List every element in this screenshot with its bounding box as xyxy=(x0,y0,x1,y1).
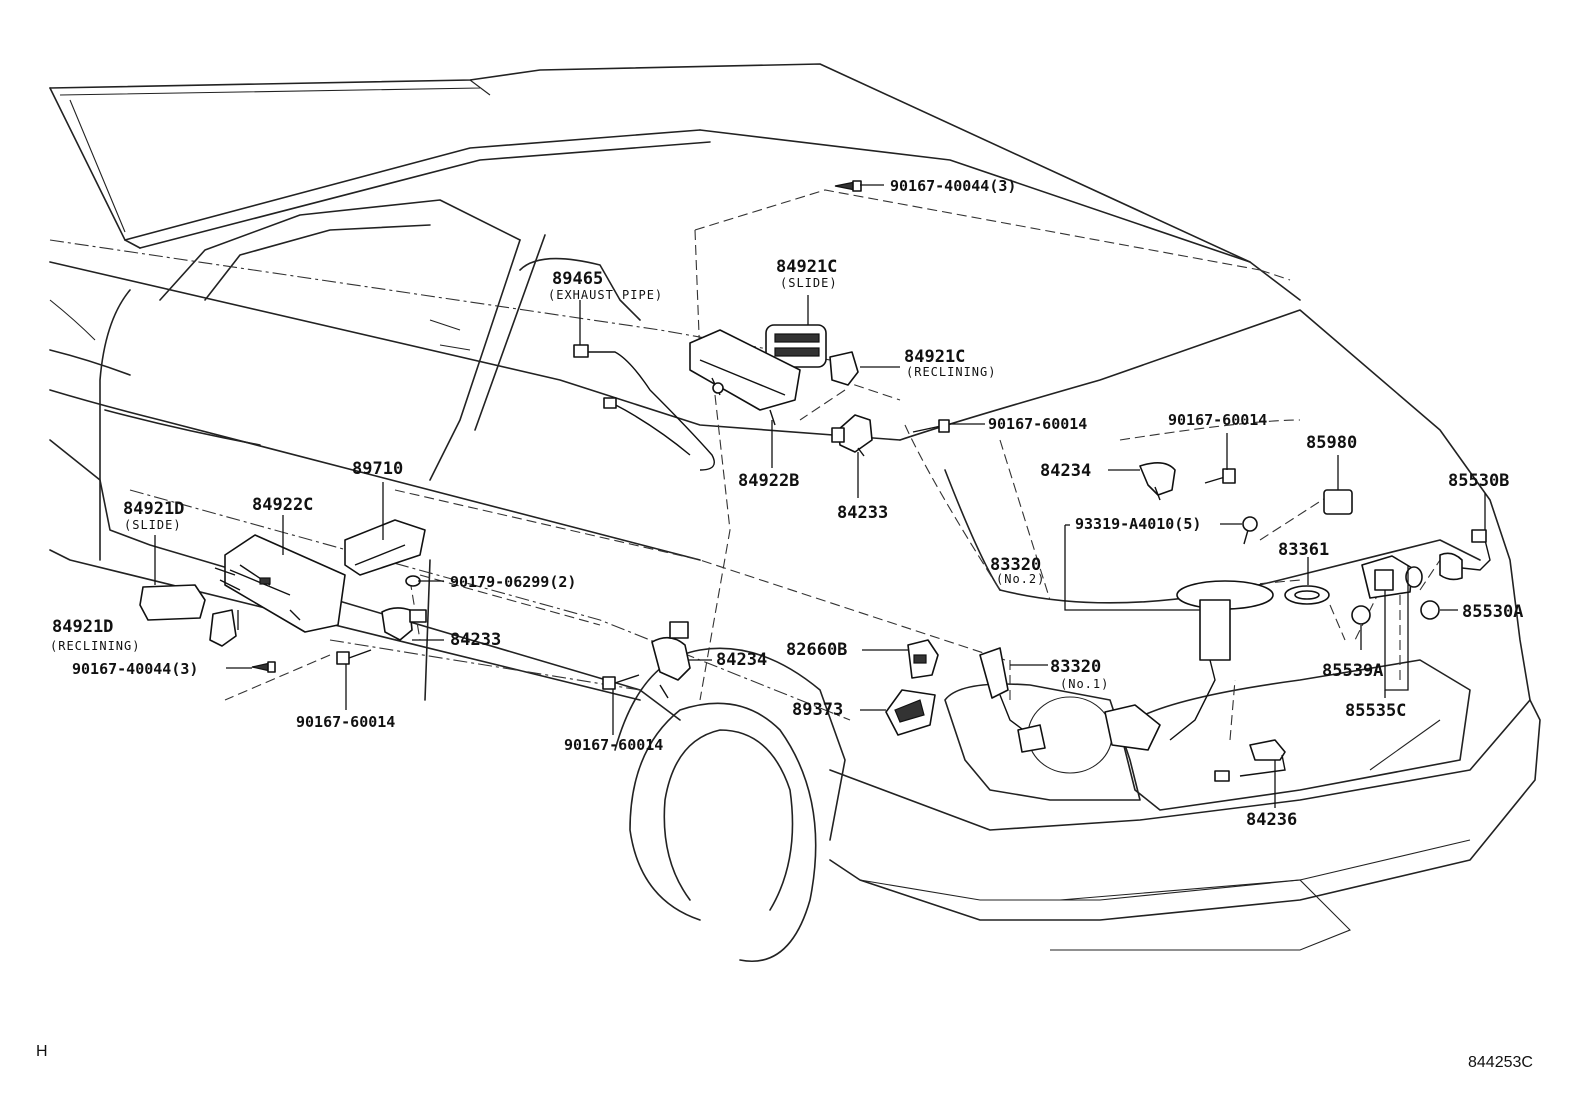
seat-slide-switch-84921d xyxy=(139,584,206,621)
connector-82660b xyxy=(907,639,939,679)
switch-84234-a xyxy=(1139,462,1176,501)
label-89465: 89465 xyxy=(552,269,603,289)
socket-85530b xyxy=(1439,529,1491,581)
label-84234-a: 84234 xyxy=(1040,461,1091,481)
label-82660b: 82660B xyxy=(786,640,847,660)
label-89373: 89373 xyxy=(792,700,843,720)
label-85530b: 85530B xyxy=(1448,471,1509,491)
screw-top xyxy=(834,180,862,192)
screw-90167-40044-left xyxy=(251,661,276,673)
screw-90167-60014-b xyxy=(1204,468,1236,484)
fuel-sender-83320-no2 xyxy=(1104,580,1274,751)
reclining-knob-84921c xyxy=(829,351,859,386)
label-89710: 89710 xyxy=(352,459,403,479)
label-83320-no1: 83320 xyxy=(1050,657,1101,677)
switch-84233-b xyxy=(381,607,427,641)
switch-base-84922b xyxy=(689,329,801,426)
switch-84233-a xyxy=(831,414,873,457)
label-90167-40044-top: 90167-40044(3) xyxy=(890,177,1016,195)
gasket-83361 xyxy=(1284,585,1330,605)
screw-90167-60014-d xyxy=(602,674,640,690)
label-90179-06299: 90179-06299(2) xyxy=(450,573,576,591)
leader-lines xyxy=(154,184,1486,808)
label-84922b: 84922B xyxy=(738,471,799,491)
switch-base-84922c xyxy=(214,534,346,633)
lamp-85535c xyxy=(1361,555,1423,599)
label-84234-b: 84234 xyxy=(716,650,767,670)
label-90167-60014-d: 90167-60014 xyxy=(564,736,663,754)
part-labels: 90167-40044(3) 84921C (SLIDE) 89465 (EXH… xyxy=(50,177,1523,830)
fuel-sender-83320-no1 xyxy=(979,647,1046,753)
screw-90167-60014-c xyxy=(336,649,372,665)
label-85539a: 85539A xyxy=(1322,661,1383,681)
seat-slide-switch-84921c xyxy=(765,324,827,368)
label-90167-60014-b: 90167-60014 xyxy=(1168,411,1267,429)
oxygen-sensor-89465 xyxy=(573,344,715,471)
label-84921c-slide-sub: (SLIDE) xyxy=(780,276,838,290)
label-84233-b: 84233 xyxy=(450,630,501,650)
label-85530a: 85530A xyxy=(1462,602,1523,622)
label-90167-60014-a: 90167-60014 xyxy=(988,415,1087,433)
sensor-84236 xyxy=(1214,739,1286,782)
label-84921d-slide-sub: (SLIDE) xyxy=(124,518,182,532)
label-84922c: 84922C xyxy=(252,495,313,515)
relay-85980 xyxy=(1323,489,1353,515)
label-83320-no2: 83320 xyxy=(990,555,1041,575)
diagram-id: 844253C xyxy=(1468,1054,1533,1071)
label-84921c-reclining: 84921C xyxy=(904,347,965,367)
label-84921c-slide: 84921C xyxy=(776,257,837,277)
bulb-85539a xyxy=(1351,605,1371,625)
reclining-knob-84921d xyxy=(209,609,237,647)
label-84921c-reclining-sub: (RECLINING) xyxy=(906,365,996,379)
screw-93319 xyxy=(1242,516,1258,545)
label-84236: 84236 xyxy=(1246,810,1297,830)
label-83320-no1-sub: (No.1) xyxy=(1060,677,1109,691)
parts xyxy=(139,180,1491,782)
label-89465-sub: (EXHAUST PIPE) xyxy=(548,288,663,302)
label-93319-a4010: 93319-A4010(5) xyxy=(1075,515,1201,533)
label-85980: 85980 xyxy=(1306,433,1357,453)
label-83320-no2-sub: (No.2) xyxy=(996,572,1045,586)
label-83361: 83361 xyxy=(1278,540,1329,560)
nut-90179 xyxy=(405,575,421,587)
label-84921d-reclining-sub: (RECLINING) xyxy=(50,639,140,653)
label-84921d-reclining: 84921D xyxy=(52,617,113,637)
screw-90167-60014-a xyxy=(912,419,950,433)
label-84921d-slide: 84921D xyxy=(123,499,184,519)
ecu-89710 xyxy=(344,519,426,576)
corner-mark: H xyxy=(36,1043,48,1060)
switch-84234-b xyxy=(651,621,691,699)
module-89373 xyxy=(885,689,936,736)
label-90167-40044-left: 90167-40044(3) xyxy=(72,660,198,678)
bulb-85530a xyxy=(1420,600,1440,620)
label-90167-60014-c: 90167-60014 xyxy=(296,713,395,731)
label-84233-a: 84233 xyxy=(837,503,888,523)
label-85535c: 85535C xyxy=(1345,701,1406,721)
